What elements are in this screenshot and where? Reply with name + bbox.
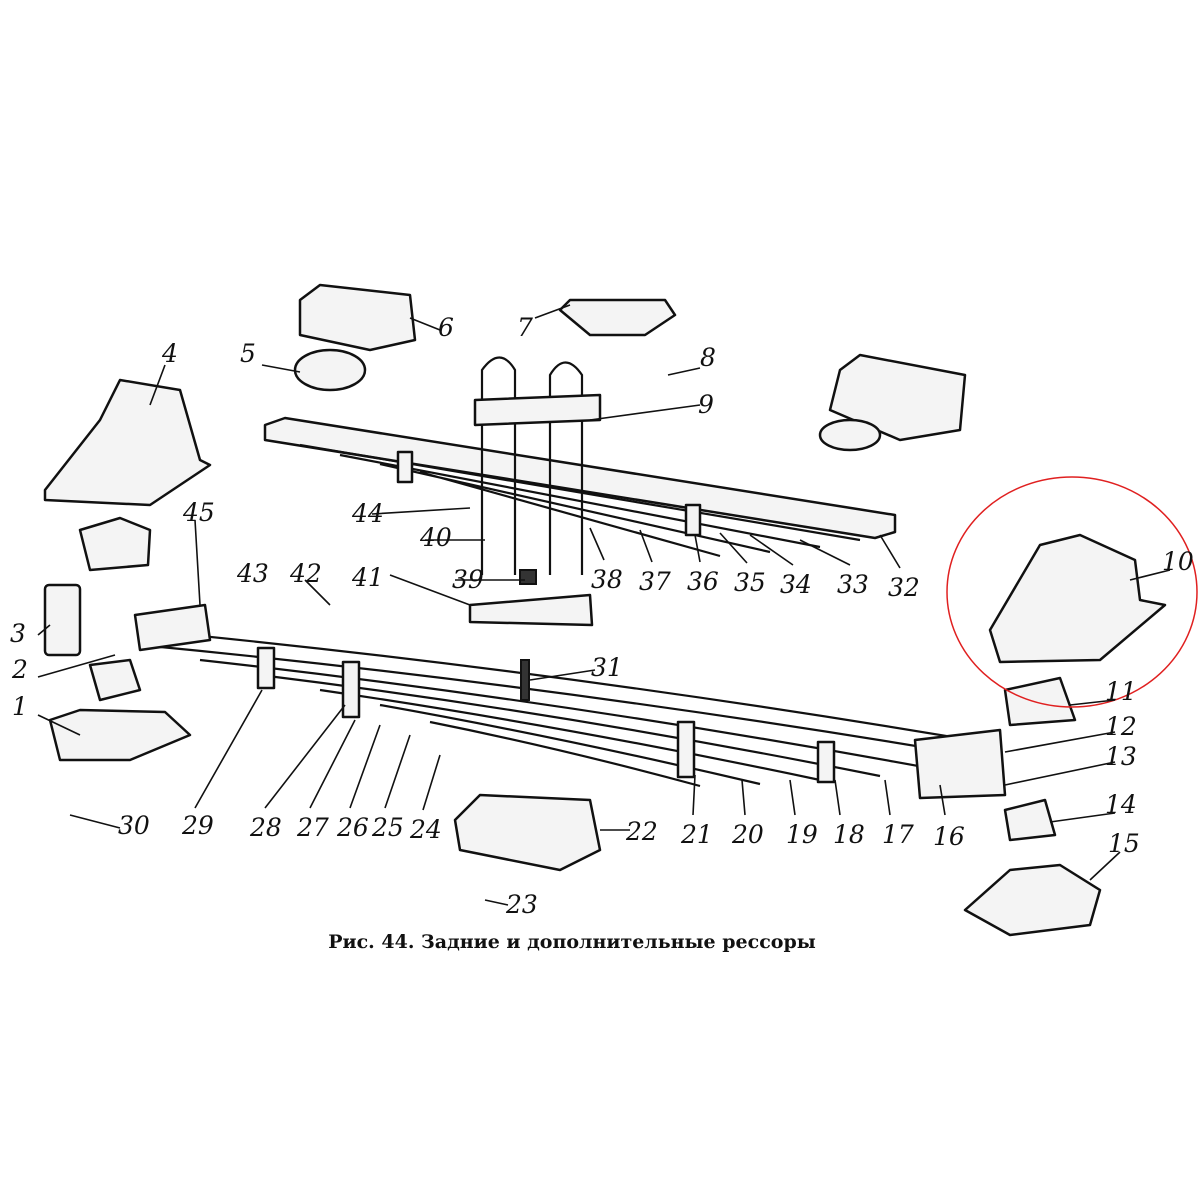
part-label-45: 45 (182, 498, 215, 527)
part-label-19: 19 (786, 820, 818, 849)
part-label-38: 38 (591, 565, 623, 594)
part-label-7: 7 (517, 313, 533, 342)
auxiliary-leaf-spring (263, 416, 897, 558)
part-label-12: 12 (1105, 712, 1137, 741)
leader-lines (37, 304, 1171, 906)
part-label-17: 17 (882, 820, 914, 849)
part-label-31: 31 (591, 653, 623, 682)
part-label-28: 28 (249, 813, 282, 842)
figure-caption: Рис. 44. Задние и дополнительные рессоры (328, 931, 816, 953)
part-label-29: 29 (181, 811, 214, 840)
part-label-34: 34 (780, 570, 812, 599)
part-label-40: 40 (419, 523, 452, 552)
part-label-11: 11 (1105, 677, 1137, 706)
part-label-21: 21 (680, 820, 713, 849)
part-label-32: 32 (888, 573, 920, 602)
part-label-27: 27 (296, 813, 329, 842)
part-label-39: 39 (452, 565, 484, 594)
part-label-37: 37 (639, 567, 671, 596)
part-label-1: 1 (12, 692, 28, 721)
part-label-22: 22 (625, 817, 658, 846)
part-label-5: 5 (240, 339, 256, 368)
part-label-4: 4 (161, 339, 178, 368)
part-label-43: 43 (236, 559, 269, 588)
part-label-14: 14 (1105, 790, 1137, 819)
part-label-13: 13 (1105, 742, 1137, 771)
part-label-18: 18 (833, 820, 865, 849)
part-label-25: 25 (371, 813, 404, 842)
part-label-24: 24 (409, 815, 442, 844)
brackets (43, 283, 1167, 937)
part-label-2: 2 (11, 655, 28, 684)
part-label-36: 36 (687, 567, 719, 596)
part-label-41: 41 (351, 563, 384, 592)
part-label-10: 10 (1162, 547, 1194, 576)
part-label-26: 26 (336, 813, 369, 842)
part-label-23: 23 (505, 890, 538, 919)
part-label-35: 35 (734, 568, 766, 597)
part-label-30: 30 (118, 811, 150, 840)
part-label-44: 44 (351, 499, 384, 528)
part-label-33: 33 (837, 570, 869, 599)
part-label-42: 42 (289, 559, 322, 588)
part-label-16: 16 (933, 822, 965, 851)
part-label-6: 6 (438, 313, 454, 342)
u-bolts (473, 356, 602, 585)
highlight-circle (946, 476, 1198, 708)
part-label-9: 9 (698, 390, 714, 419)
main-leaf-spring (133, 603, 1007, 800)
part-label-8: 8 (700, 343, 716, 372)
part-label-15: 15 (1108, 829, 1140, 858)
part-label-3: 3 (10, 619, 26, 648)
part-label-20: 20 (731, 820, 764, 849)
